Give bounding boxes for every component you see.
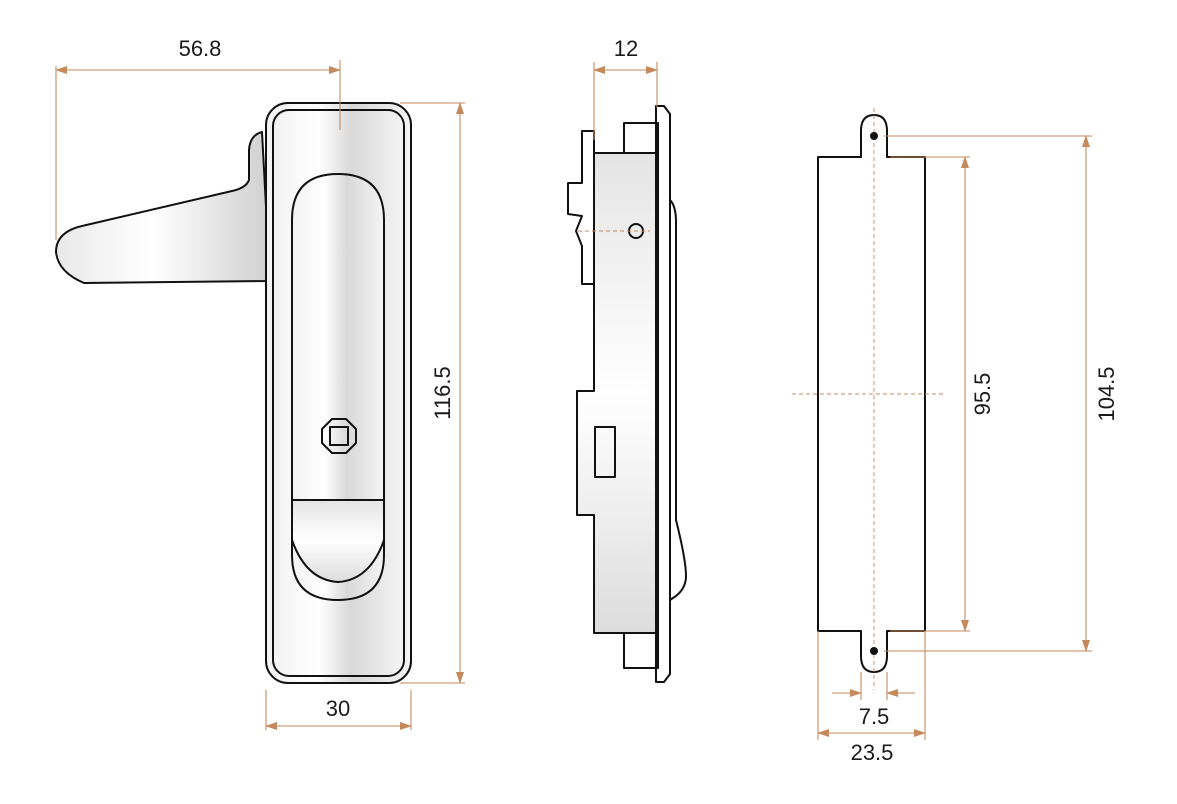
dim-body-width: 30 [326, 696, 350, 721]
recess [291, 173, 385, 601]
cutout-hole-top [870, 132, 878, 140]
side-flange [655, 105, 671, 683]
dim-hole-pitch: 95.5 [970, 373, 995, 416]
front-dimensions: 56.8 30 116.5 [55, 36, 465, 730]
cutout-hole-bottom [870, 647, 878, 655]
side-slot [594, 426, 616, 478]
cutout-outline [817, 114, 926, 673]
dim-handle-reach: 56.8 [179, 36, 222, 61]
cutout-view [792, 108, 946, 690]
handle-lever [55, 131, 271, 284]
dim-side-depth: 12 [614, 36, 638, 61]
dim-tab-width: 7.5 [859, 704, 890, 729]
side-clip-bottom [623, 632, 659, 669]
side-lever-profile [669, 199, 687, 601]
side-clip-top [623, 122, 659, 154]
dim-cutout-height: 104.5 [1094, 366, 1119, 421]
front-view [55, 102, 412, 684]
side-cam [567, 130, 595, 285]
key-lock-icon [321, 418, 357, 454]
dim-cutout-width: 23.5 [851, 740, 894, 765]
key-square [329, 426, 349, 446]
recess-cap [291, 499, 385, 583]
side-view [567, 105, 687, 683]
side-body [576, 152, 659, 634]
cutout-dimensions: 95.5 104.5 7.5 23.5 [817, 135, 1119, 765]
side-dimensions: 12 [578, 36, 658, 232]
dim-body-height: 116.5 [430, 366, 455, 419]
